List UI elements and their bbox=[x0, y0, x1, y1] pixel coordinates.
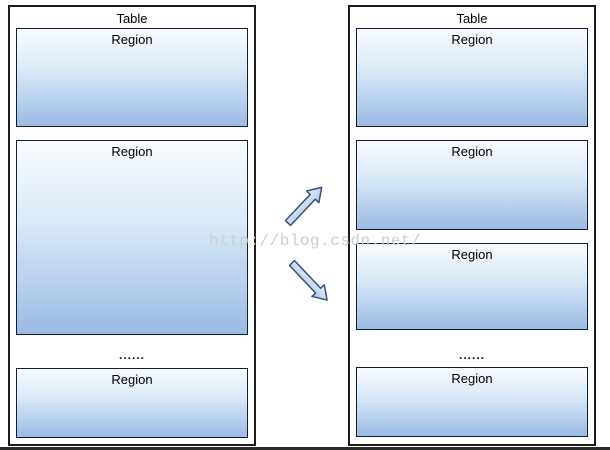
right-region-3: Region bbox=[356, 243, 588, 330]
split-arrows bbox=[284, 186, 328, 301]
region-label: Region bbox=[111, 144, 153, 159]
region-label: Region bbox=[111, 372, 153, 387]
left-region-3: Region bbox=[16, 368, 248, 438]
right-region-1: Region bbox=[356, 28, 588, 127]
region-label: Region bbox=[451, 247, 493, 262]
table-after-split: Table Region Region Region ...... Region bbox=[348, 5, 596, 446]
table-before-split: Table Region Region ...... Region bbox=[8, 5, 256, 446]
ellipsis-text: ...... bbox=[118, 348, 145, 362]
table-title: Table bbox=[456, 11, 488, 26]
bottom-divider bbox=[0, 447, 610, 450]
ellipsis-text: ...... bbox=[458, 348, 485, 362]
region-label: Region bbox=[451, 32, 493, 47]
left-region-1: Region bbox=[16, 28, 248, 127]
region-label: Region bbox=[111, 32, 153, 47]
arrow-down-right-icon bbox=[288, 259, 328, 301]
left-region-2: Region bbox=[16, 140, 248, 335]
region-label: Region bbox=[451, 144, 493, 159]
right-region-2: Region bbox=[356, 140, 588, 230]
region-label: Region bbox=[451, 371, 493, 386]
arrow-up-right-icon bbox=[284, 186, 323, 227]
right-region-4: Region bbox=[356, 367, 588, 437]
table-title: Table bbox=[116, 11, 148, 26]
